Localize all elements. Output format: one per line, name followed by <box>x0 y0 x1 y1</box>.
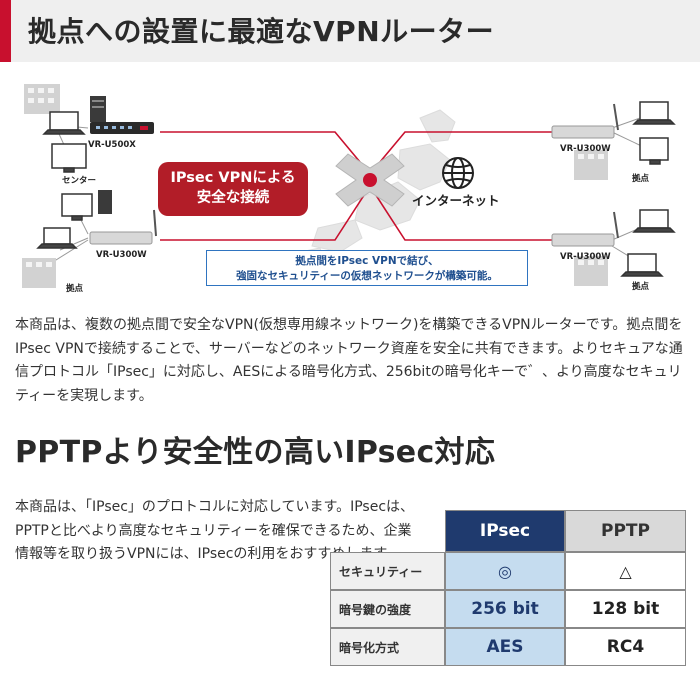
vpn-cross-icon <box>335 153 405 207</box>
col-header-ipsec: IPsec <box>445 510 565 552</box>
table-corner <box>330 510 445 552</box>
cell-pptp-security: △ <box>565 552 686 590</box>
row-label-key-strength: 暗号鍵の強度 <box>330 590 445 628</box>
base-building-icon <box>22 258 56 288</box>
protocol-comparison-table: IPsec PPTP セキュリティー ◎ △ 暗号鍵の強度 256 bit 12… <box>330 510 686 666</box>
router-vr-u300w-icon <box>551 103 619 139</box>
site-label-right-top: 拠点 <box>632 174 650 184</box>
callout-line-2: 安全な接続 <box>196 190 270 206</box>
table-row: セキュリティー ◎ △ <box>330 552 686 590</box>
router-label-right-bottom: VR-U300W <box>560 252 611 262</box>
cell-ipsec-key-strength: 256 bit <box>445 590 565 628</box>
ipsec-vpn-callout: IPsec VPNによる 安全な接続 <box>158 162 308 216</box>
globe-icon <box>442 157 474 189</box>
cell-ipsec-security: ◎ <box>445 552 565 590</box>
header-banner: 拠点への設置に最適なVPNルーター <box>0 0 700 62</box>
vpn-network-diagram: VR-U500X センター VR-U300W 拠点 VR-U300W 拠点 VR… <box>0 70 700 302</box>
router-vr-u300w-icon <box>89 209 157 245</box>
laptop-icon <box>36 227 78 249</box>
base-building-icon <box>574 256 608 286</box>
diagram-info-box: 拠点間をIPsec VPNで結び、 強固なセキュリティーの仮想ネットワークが構築… <box>206 250 528 286</box>
laptop-icon <box>632 209 676 233</box>
router-label-right-top: VR-U300W <box>560 144 611 154</box>
laptop-icon <box>620 253 664 277</box>
base-building-icon <box>574 150 608 180</box>
col-header-pptp: PPTP <box>565 510 686 552</box>
site-label-left-bottom: 拠点 <box>66 284 84 294</box>
section-heading-ipsec: PPTPより安全性の高いIPsec対応 <box>15 435 496 470</box>
router-label-left-bottom: VR-U300W <box>96 250 147 260</box>
site-label-center: センター <box>62 176 97 186</box>
router-vr-u500x-icon <box>90 122 154 134</box>
page-title: 拠点への設置に最適なVPNルーター <box>28 15 495 48</box>
server-icon <box>98 190 112 214</box>
desktop-pc-icon <box>51 143 87 173</box>
desktop-pc-icon <box>639 137 669 165</box>
intro-paragraph: 本商品は、複数の拠点間で安全なVPN(仮想専用線ネットワーク)を構築できるVPN… <box>15 317 683 404</box>
center-building-icon <box>24 84 60 114</box>
internet-label: インターネット <box>412 193 500 208</box>
laptop-icon <box>632 101 676 125</box>
info-line-2: 強固なセキュリティーの仮想ネットワークが構築可能。 <box>236 270 498 282</box>
header-accent-bar <box>0 0 11 62</box>
info-line-1: 拠点間をIPsec VPNで結び、 <box>295 255 439 267</box>
table-row: 暗号鍵の強度 256 bit 128 bit <box>330 590 686 628</box>
row-label-security: セキュリティー <box>330 552 445 590</box>
site-label-right-bottom: 拠点 <box>632 282 650 292</box>
router-label-center: VR-U500X <box>88 140 136 150</box>
table-header-row: IPsec PPTP <box>330 510 686 552</box>
table-row: 暗号化方式 AES RC4 <box>330 628 686 666</box>
cell-pptp-encryption: RC4 <box>565 628 686 666</box>
ipsec-paragraph: 本商品は、「IPsec」のプロトコルに対応しています。IPsecは、PPTPと比… <box>15 499 415 562</box>
laptop-icon <box>42 111 86 135</box>
row-label-encryption: 暗号化方式 <box>330 628 445 666</box>
callout-line-1: IPsec VPNによる <box>170 170 296 186</box>
desktop-pc-icon <box>61 193 93 221</box>
cell-pptp-key-strength: 128 bit <box>565 590 686 628</box>
server-icon <box>90 96 106 122</box>
router-vr-u300w-icon <box>551 211 619 247</box>
cell-ipsec-encryption: AES <box>445 628 565 666</box>
